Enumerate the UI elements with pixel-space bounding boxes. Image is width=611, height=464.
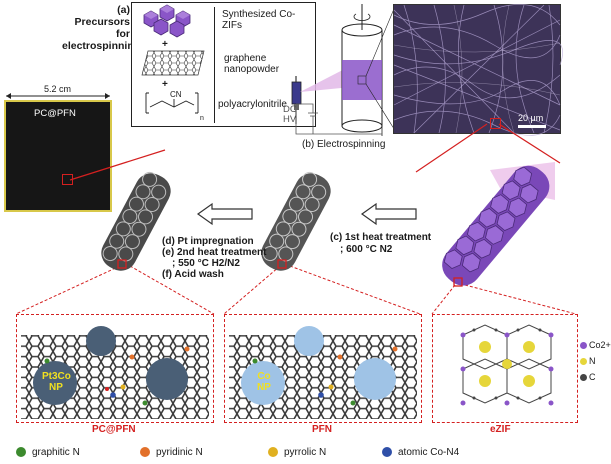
hv-label-line1: DC bbox=[283, 104, 297, 115]
pyrrolic-n-label: pyrrolic N bbox=[284, 447, 327, 458]
pc-pfn-caption: PC@PFN bbox=[92, 424, 136, 435]
scale-bar-label: 20 μm bbox=[518, 113, 544, 123]
sem-image: 20 μm bbox=[393, 4, 563, 136]
polymer-label: polyacrylonitrile bbox=[218, 99, 287, 110]
nanofiber-texture bbox=[393, 4, 563, 136]
panel-ezif bbox=[432, 314, 578, 423]
atomic-co-n4-label: atomic Co-N4 bbox=[398, 447, 460, 458]
graphene-label: graphene nanopowder bbox=[224, 53, 279, 75]
hv-label-line2: HV bbox=[283, 114, 297, 125]
collector-drum-icon bbox=[341, 4, 383, 136]
divider-line bbox=[214, 7, 215, 123]
sample-width-label: 5.2 cm bbox=[44, 84, 72, 94]
zif-label: Synthesized Co- ZIFs bbox=[222, 9, 302, 31]
step-c-line1: (c) 1st heat treatment bbox=[330, 232, 432, 243]
c-legend-dot bbox=[580, 374, 587, 381]
zif-crystals-icon bbox=[143, 4, 191, 38]
pt3co-np-line1: Pt3Co bbox=[42, 371, 71, 382]
precursors-title-line1: (a) Precursors for bbox=[74, 4, 130, 40]
n-legend-label: N bbox=[589, 356, 596, 366]
precursors-title-line2: electrospinning bbox=[62, 40, 141, 52]
width-arrow-icon bbox=[6, 93, 110, 99]
zoom-connectors bbox=[15, 123, 577, 315]
pfn-fiber bbox=[261, 171, 331, 271]
plus-sign-1: + bbox=[162, 39, 168, 50]
step-e-line2: ; 550 °C H2/N2 bbox=[172, 258, 240, 269]
n-legend-dot bbox=[580, 358, 587, 365]
pyrrolic-n-dot bbox=[268, 447, 278, 457]
step-e-line1: (e) 2nd heat treatment bbox=[162, 247, 267, 258]
step-c-line2: ; 600 °C N2 bbox=[340, 244, 393, 255]
carbon-sheet-photo: PC@PFN bbox=[4, 100, 112, 212]
graphitic-n-dot bbox=[16, 447, 26, 457]
plus-sign-2: + bbox=[162, 79, 168, 90]
graphene-network-pfn bbox=[229, 326, 417, 419]
zif-label-line2: ZIFs bbox=[222, 20, 242, 31]
graphene-label-line1: graphene bbox=[224, 53, 267, 64]
step-d: (d) Pt impregnation bbox=[162, 236, 254, 247]
pfn-caption: PFN bbox=[312, 424, 332, 435]
co-np-line1: Co bbox=[257, 371, 271, 382]
step-f: (f) Acid wash bbox=[162, 269, 224, 280]
panel-pc-pfn: Pt3Co NP bbox=[16, 314, 214, 423]
polymer-subscript: n bbox=[200, 115, 204, 122]
co-np-line2: NP bbox=[257, 382, 271, 393]
ezif-caption: eZIF bbox=[490, 424, 511, 435]
c-legend-label: C bbox=[589, 372, 596, 382]
co-np-label: Co NP bbox=[252, 371, 276, 393]
polymer-group-label: CN bbox=[170, 90, 182, 99]
graphene-icon bbox=[141, 50, 205, 76]
pyridinic-n-dot bbox=[140, 447, 150, 457]
electrospinning-apparatus bbox=[291, 3, 397, 136]
hv-circuit bbox=[295, 103, 382, 135]
atomic-co-n4-dot bbox=[382, 447, 392, 457]
hv-label: DC HV bbox=[283, 105, 297, 125]
pc-pfn-fiber bbox=[101, 171, 171, 271]
co-legend-dot bbox=[580, 342, 587, 349]
graphitic-n-label: graphitic N bbox=[32, 447, 80, 458]
pyridinic-n-label: pyridinic N bbox=[156, 447, 203, 458]
graphene-label-line2: nanopowder bbox=[224, 64, 280, 75]
scale-bar bbox=[518, 125, 546, 128]
ezif-fiber bbox=[442, 162, 555, 287]
arrow-left-icon-2 bbox=[360, 202, 417, 226]
zif-lattice bbox=[460, 324, 554, 406]
arrow-left-icon bbox=[196, 202, 253, 226]
polymer-structure-icon bbox=[145, 92, 199, 114]
graphene-network-pc-pfn bbox=[21, 326, 209, 419]
sample-name: PC@PFN bbox=[34, 108, 76, 119]
panel-pfn: Co NP bbox=[224, 314, 422, 423]
precursor-box: Synthesized Co- ZIFs + graphene nanopowd… bbox=[131, 2, 316, 127]
electrospinning-caption: (b) Electrospinning bbox=[302, 139, 386, 150]
pt3co-np-label: Pt3Co NP bbox=[42, 371, 71, 393]
zif-label-line1: Synthesized Co- bbox=[222, 9, 296, 20]
precursors-title: (a) Precursors for electrospinning bbox=[62, 4, 140, 52]
co-legend-label: Co2+ bbox=[589, 340, 611, 350]
pt3co-np-line2: NP bbox=[49, 382, 63, 393]
sem-highlight-box bbox=[490, 118, 501, 129]
